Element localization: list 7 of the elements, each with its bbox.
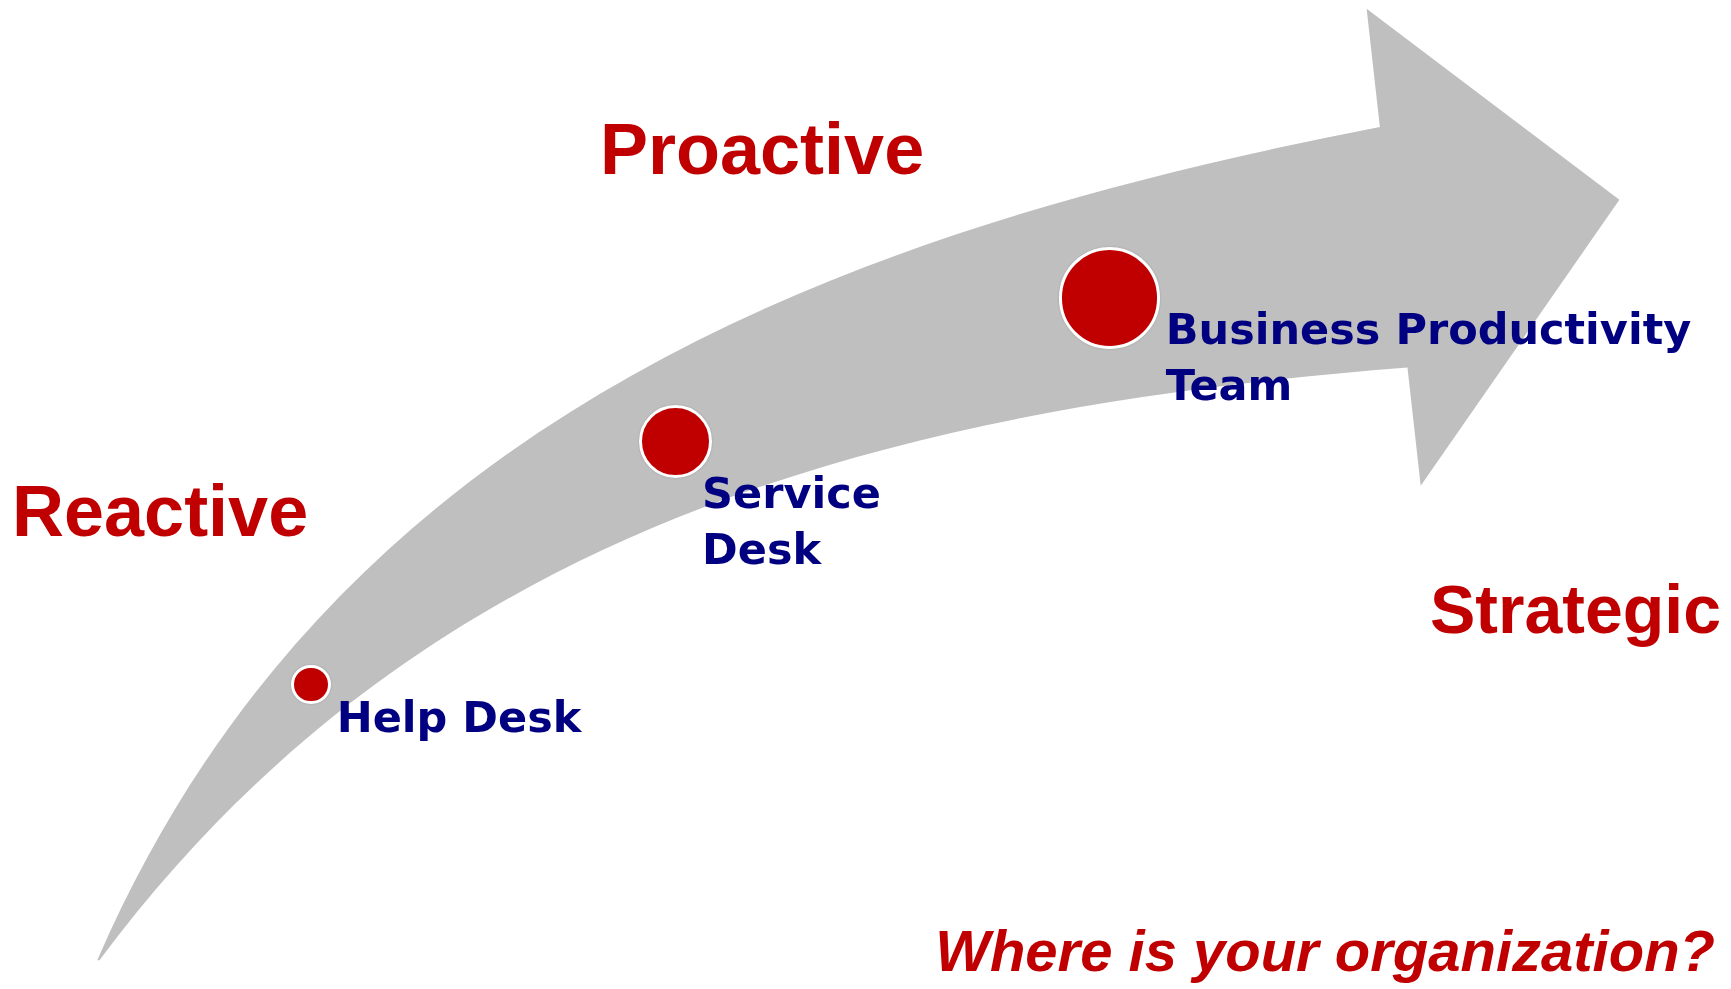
stage-label: Service Desk bbox=[702, 466, 882, 576]
phase-label: Reactive bbox=[12, 470, 309, 553]
question-text: Where is your organization? bbox=[935, 918, 1715, 985]
phase-label: Proactive bbox=[600, 108, 925, 191]
phase-label: Strategic bbox=[1430, 570, 1721, 649]
stage-label: Business Productivity Team bbox=[1165, 303, 1693, 413]
stage-label: Help Desk bbox=[336, 690, 583, 744]
